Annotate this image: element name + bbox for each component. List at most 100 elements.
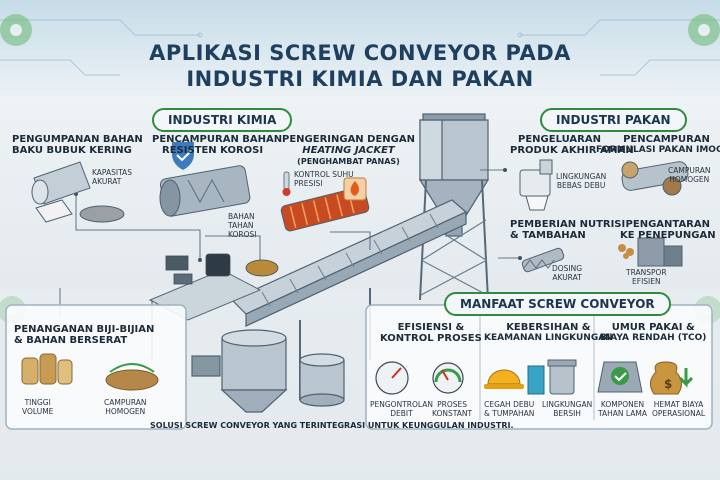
label-line: PENCAMPURAN [623, 134, 710, 145]
footer-tagline: SOLUSI SCREW CONVEYOR YANG TERINTEGRASI … [150, 421, 514, 430]
note-komponen: KOMPONEN TAHAN LAMA [598, 400, 647, 418]
label-line: KEBERSIHAN & [506, 322, 591, 333]
feed-pellets-icon [618, 244, 634, 259]
label-line: FORMULASI PAKAN IMOGEN [596, 145, 720, 155]
note-transpor: TRANSPOR EFISIEN [626, 268, 667, 286]
flame-icon [343, 177, 367, 201]
mixer-tank [191, 329, 288, 413]
note-kapasitas: KAPASITAS AKURAT [92, 168, 132, 186]
shield-check-icon [172, 142, 194, 170]
note-kontrol-suhu: KONTROL SUHU PRESISI [294, 170, 354, 188]
note-line: AKURAT [92, 177, 122, 186]
note-line: VOLUME [22, 407, 54, 416]
section-industri-kimia: INDUSTRI KIMIA [152, 108, 293, 132]
dosing-screw-icon [521, 247, 565, 273]
speedometer-icon [432, 362, 464, 394]
note-line: KAPASITAS [92, 168, 132, 177]
note-line: KOROSI [228, 230, 257, 239]
label-line: & BAHAN BERSERAT [14, 335, 128, 346]
note-line: KOMPONEN [600, 400, 645, 409]
note-line: PRESISI [294, 179, 323, 188]
money-bag-icon: $ [650, 361, 694, 395]
note-campuran-pakan: CAMPURAN HOMOGEN [668, 166, 711, 184]
note-line: EFISIEN [632, 277, 661, 286]
label-pencampuran-kimia: PENCAMPURAN BAHAN RESISTEN KOROSI [152, 134, 282, 156]
section-manfaat: MANFAAT SCREW CONVEYOR [444, 292, 671, 316]
label-line: KE PENEPUNGAN [620, 230, 716, 241]
label-pencampuran-pakan: PENCAMPURAN FORMULASI PAKAN IMOGEN [596, 134, 720, 156]
note-line: BEBAS DEBU [556, 181, 606, 190]
note-hemat: HEMAT BIAYA OPERASIONAL [652, 400, 705, 418]
note-cegah-debu: CEGAH DEBU & TUMPAHAN [484, 400, 534, 418]
connector-lines [59, 169, 520, 316]
gloves-icon [527, 365, 545, 395]
note-bahan: BAHAN TAHAN KOROSI [228, 212, 257, 239]
note-line: OPERASIONAL [652, 409, 705, 418]
label-umur-pakai: UMUR PAKAI & BIAYA RENDAH (TCO) [600, 322, 706, 344]
hardhat-icon [484, 369, 524, 389]
durable-component-icon [597, 361, 643, 393]
note-line: KONTROL SUHU [294, 170, 354, 179]
title-line-1: APLIKASI SCREW CONVEYOR PADA [149, 41, 571, 65]
note-line: HEMAT BIAYA [653, 400, 704, 409]
title-line-2: INDUSTRI KIMIA DAN PAKAN [186, 67, 534, 91]
note-line: DEBIT [390, 409, 413, 418]
label-line: PENGELUARAN [518, 134, 601, 145]
label-line: PRODUK AKHIR AMAN [510, 145, 634, 156]
note-line: CEGAH DEBU [484, 400, 535, 409]
note-campuran-biji: CAMPURAN HOMOGEN [104, 398, 147, 416]
note-line: DOSING [552, 264, 583, 273]
section-industri-pakan: INDUSTRI PAKAN [540, 108, 687, 132]
note-line: LINGKUNGAN [542, 400, 593, 409]
label-line: KONTROL PROSES [380, 333, 482, 344]
note-line: BAHAN [228, 212, 255, 221]
label-line: & TAMBAHAN [510, 230, 586, 241]
label-pengumpanan: PENGUMPANAN BAHAN BAKU BUBUK KERING [12, 134, 143, 156]
label-line: KEAMANAN LINGKUNGAN [484, 333, 613, 343]
note-line: LINGKUNGAN [556, 172, 607, 181]
note-line: BERSIH [553, 409, 581, 418]
grain-sacks-icon [21, 353, 73, 385]
grinder-machine-icon [637, 237, 683, 267]
label-line: PENANGANAN BIJI-BIJIAN [14, 324, 155, 335]
chip-components-icon [165, 253, 279, 285]
note-line: PROSES [437, 400, 467, 409]
dispenser-icon [519, 159, 553, 211]
svg-text:$: $ [664, 377, 672, 391]
mixer-drum-icon [159, 165, 251, 217]
page-title: APLIKASI SCREW CONVEYOR PADA INDUSTRI KI… [0, 40, 720, 92]
biji-panel [5, 304, 187, 430]
label-kebersihan: KEBERSIHAN & KEAMANAN LINGKUNGAN [484, 322, 613, 344]
label-line: PENGERINGAN DENGAN [282, 134, 415, 145]
thermometer-icon [282, 171, 291, 196]
hopper-funnel-icon [31, 161, 125, 223]
note-line: HOMOGEN [105, 407, 146, 416]
bin-icon [547, 359, 577, 395]
note-pengontrolan: PENGONTROLAN DEBIT [370, 400, 433, 418]
note-tinggi-volume: TINGGI VOLUME [22, 398, 53, 416]
label-line: PENCAMPURAN BAHAN [152, 134, 283, 145]
label-line: HEATING JACKET [302, 145, 395, 156]
label-line: BAKU BUBUK KERING [12, 145, 132, 156]
label-line: EFISIENSI & [397, 322, 465, 333]
screw-conveyor-trough [230, 199, 468, 400]
mixed-grain-icon [105, 363, 159, 391]
note-proses: PROSES KONSTANT [432, 400, 472, 418]
label-pengantaran: PENGANTARAN KE PENEPUNGAN [620, 219, 716, 241]
note-dosing: DOSING AKURAT [552, 264, 582, 282]
label-pengeringan: PENGERINGAN DENGAN HEATING JACKET (PENGH… [282, 134, 415, 167]
label-efisiensi: EFISIENSI & KONTROL PROSES [380, 322, 482, 344]
label-nutrisi: PEMBERIAN NUTRISI & TAMBAHAN [510, 219, 625, 241]
note-line: KONSTANT [432, 409, 473, 418]
note-line: TAHAN LAMA [598, 409, 647, 418]
note-line: TINGGI [24, 398, 51, 407]
note-line: AKURAT [552, 273, 582, 282]
note-line: & TUMPAHAN [484, 409, 535, 418]
label-line: RESISTEN KOROSI [162, 145, 264, 156]
note-line: HOMOGEN [669, 175, 710, 184]
header-circuit-lines [0, 19, 720, 76]
note-line: CAMPURAN [104, 398, 147, 407]
label-pengeluaran: PENGELUARAN PRODUK AKHIR AMAN [510, 134, 634, 156]
